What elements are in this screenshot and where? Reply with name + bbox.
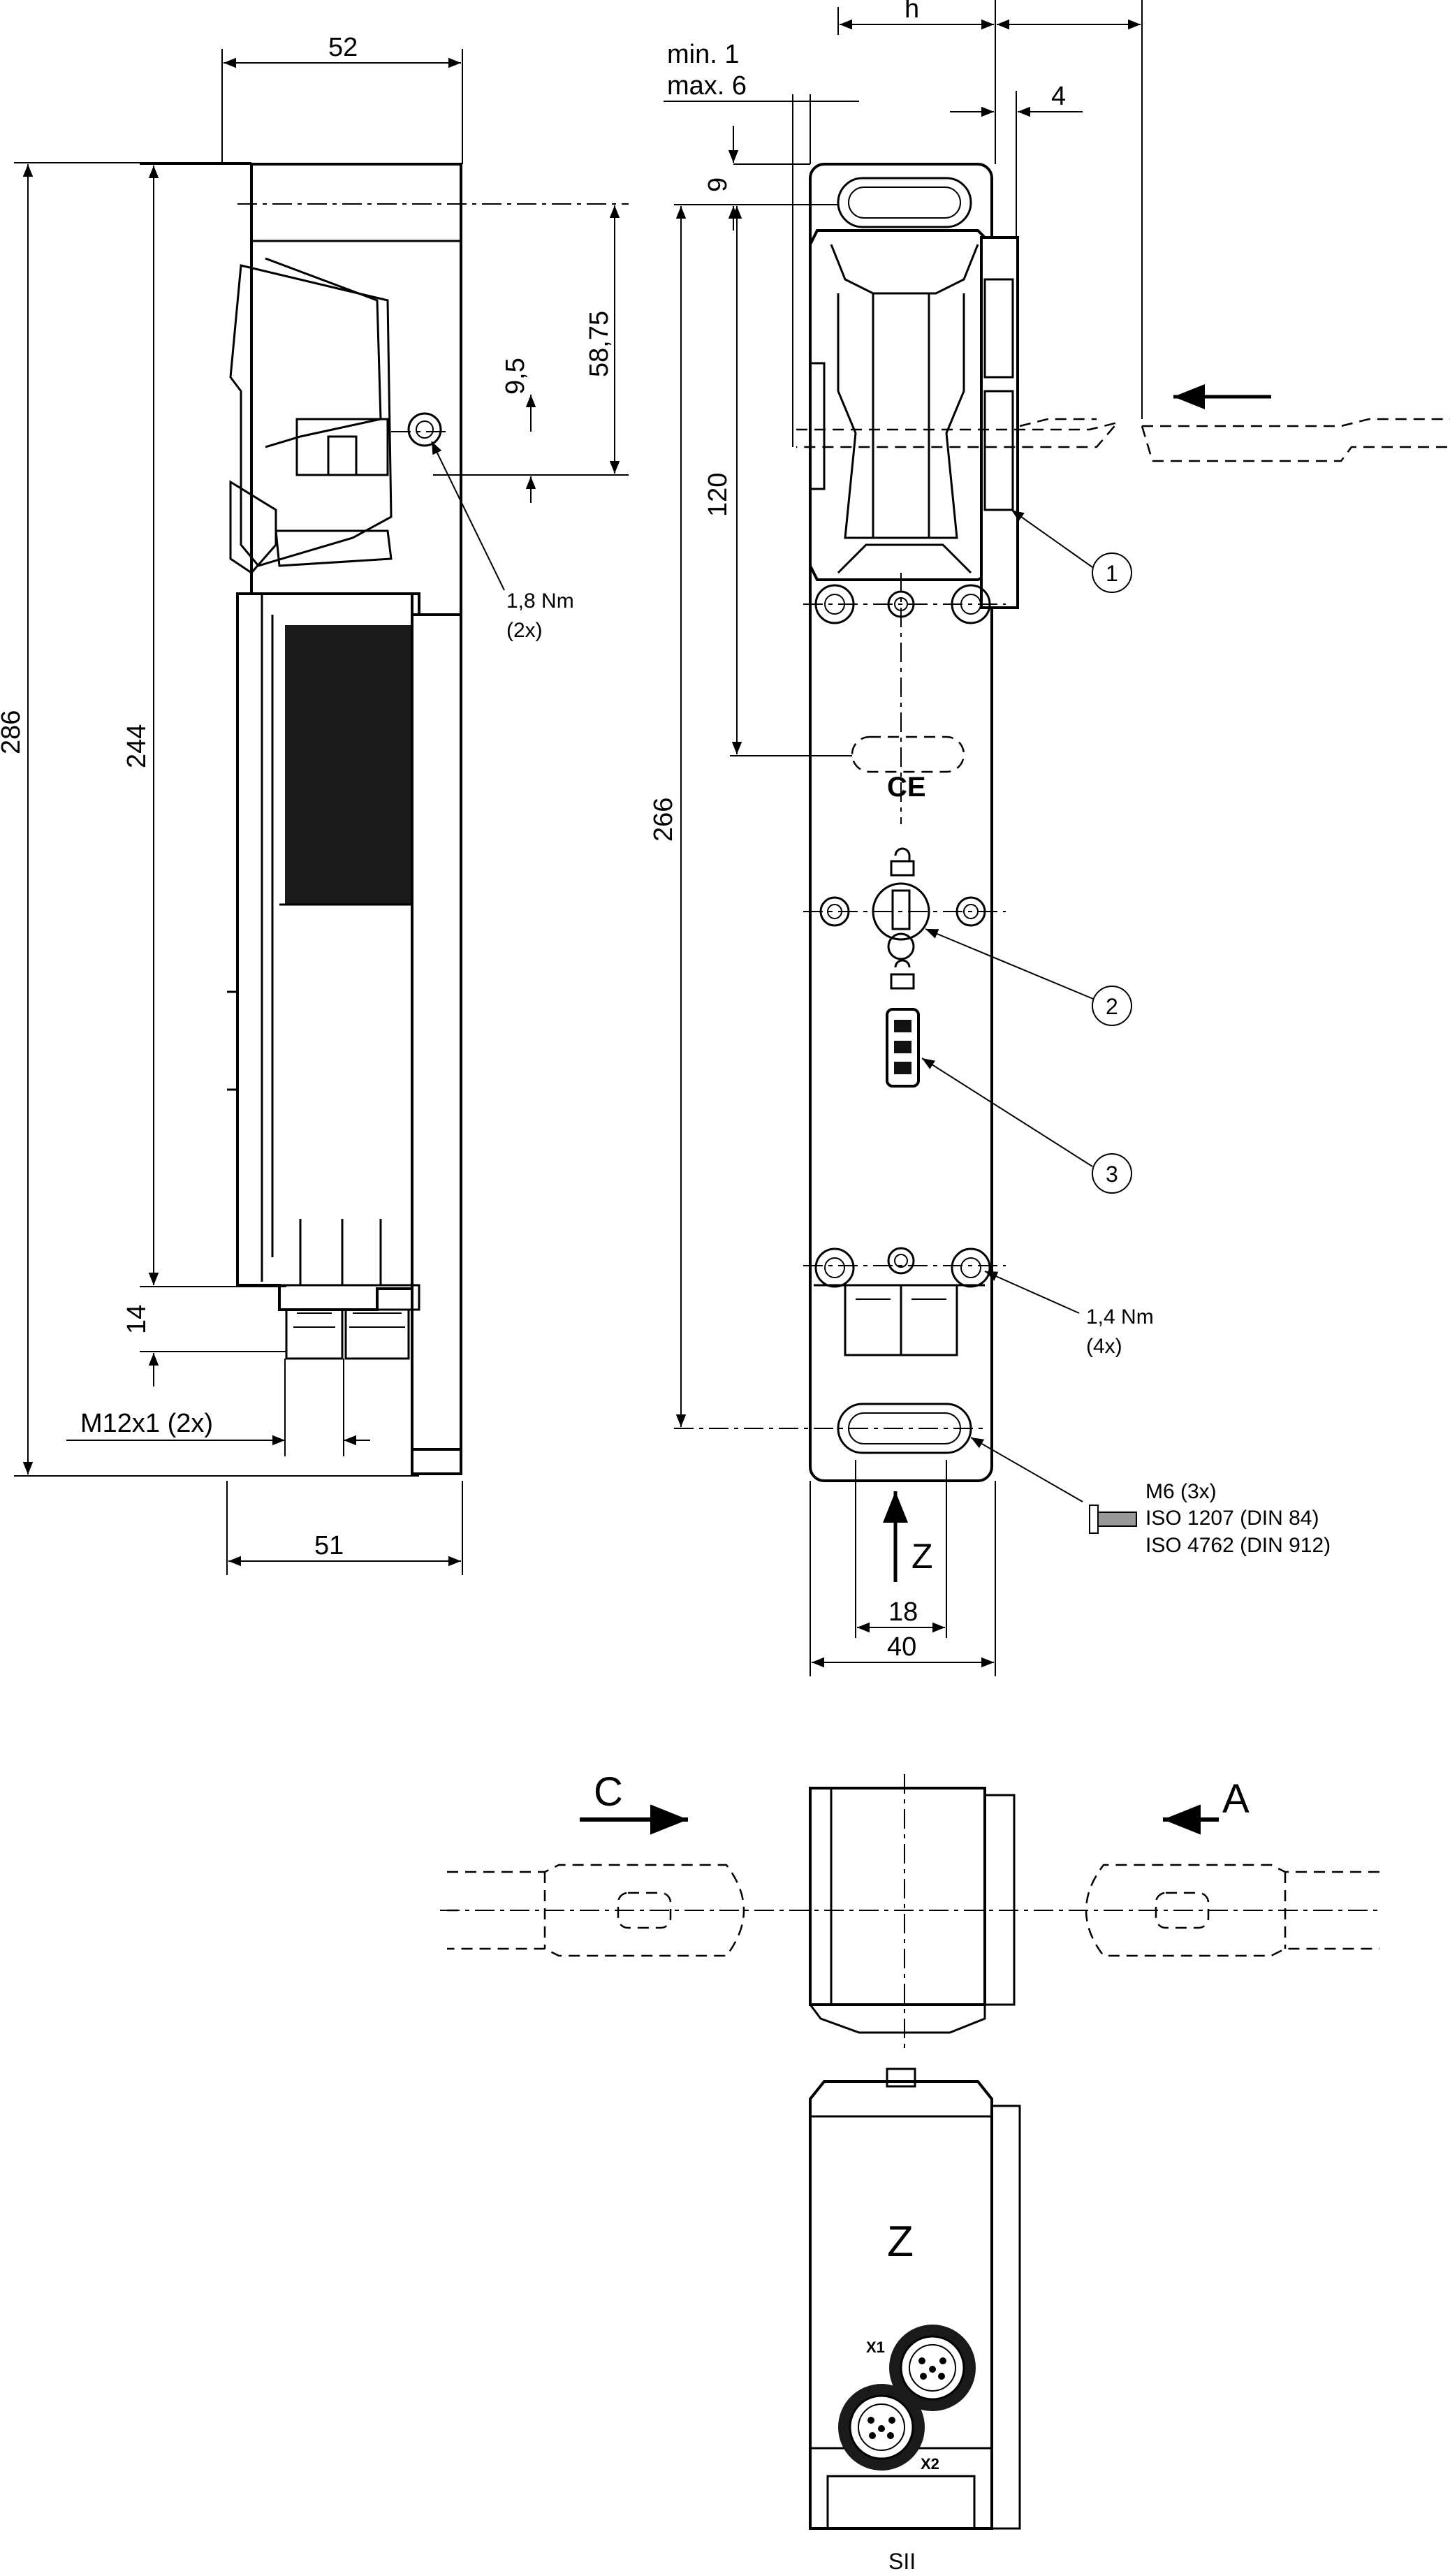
torque-note-front: 1,4 Nm: [1086, 1305, 1154, 1329]
torque-count-front: (4x): [1086, 1335, 1122, 1358]
front-view: CE: [664, 0, 1450, 1676]
connector-note: M12x1 (2x): [80, 1409, 213, 1438]
lock-icon: [890, 847, 915, 877]
screw-std-1: ISO 1207 (DIN 84): [1145, 1507, 1319, 1530]
dim-connector-offset: 14: [122, 1305, 152, 1334]
dim-width-top: 52: [328, 33, 358, 62]
screw-std-2: ISO 4762 (DIN 912): [1145, 1534, 1331, 1557]
view-arrow-z: Z: [911, 1537, 933, 1576]
dim-screw-offset: 9,5: [501, 358, 530, 395]
side-view: [14, 49, 629, 1575]
screw-icon: [814, 1247, 855, 1288]
callout-3-marker: [1092, 1153, 1132, 1194]
callout-1-marker: [1092, 552, 1132, 593]
torque-note-side: 1,8 Nm: [506, 590, 574, 613]
dim-top-offset: 58,75: [585, 311, 614, 377]
callout-1: 1: [1106, 561, 1118, 586]
caption-sii: SII: [888, 2549, 916, 2574]
screw-spec-icon: [1089, 1505, 1137, 1534]
dim-width-bottom: 51: [314, 1531, 344, 1560]
callout-3: 3: [1106, 1162, 1118, 1187]
dim-height-total: 286: [0, 710, 26, 754]
screw-icon: [407, 412, 442, 447]
dim-9: 9: [703, 177, 733, 192]
screw-spec: M6 (3x): [1145, 1480, 1217, 1503]
dim-h: h: [905, 0, 919, 24]
top-view: [440, 1774, 1383, 2054]
connector-label-x2: X2: [921, 2455, 939, 2473]
screw-icon: [887, 1247, 915, 1275]
screw-icon: [955, 896, 986, 927]
dim-266: 266: [649, 798, 678, 842]
dim-120: 120: [703, 473, 733, 517]
callout-2: 2: [1106, 994, 1118, 1019]
connector-label-x1: X1: [866, 2339, 885, 2356]
callout-2-marker: [1092, 986, 1132, 1026]
dim-18: 18: [888, 1597, 918, 1627]
screw-icon: [951, 1247, 991, 1288]
unlock-icon: [890, 959, 915, 990]
dim-4: 4: [1051, 82, 1066, 111]
heat-sink-fins: [285, 625, 414, 905]
ce-mark: CE: [887, 772, 926, 803]
direction-label-c: C: [594, 1769, 623, 1815]
dim-min: min. 1: [667, 40, 739, 69]
direction-label-a: A: [1222, 1776, 1250, 1822]
dim-40: 40: [887, 1632, 916, 1662]
torque-count-side: (2x): [506, 619, 543, 642]
bottom-view-z: [809, 2068, 1021, 2530]
dim-max: max. 6: [667, 71, 747, 101]
view-title-z: Z: [887, 2218, 914, 2266]
screw-icon: [819, 896, 850, 927]
dim-height-inner: 244: [122, 724, 152, 768]
